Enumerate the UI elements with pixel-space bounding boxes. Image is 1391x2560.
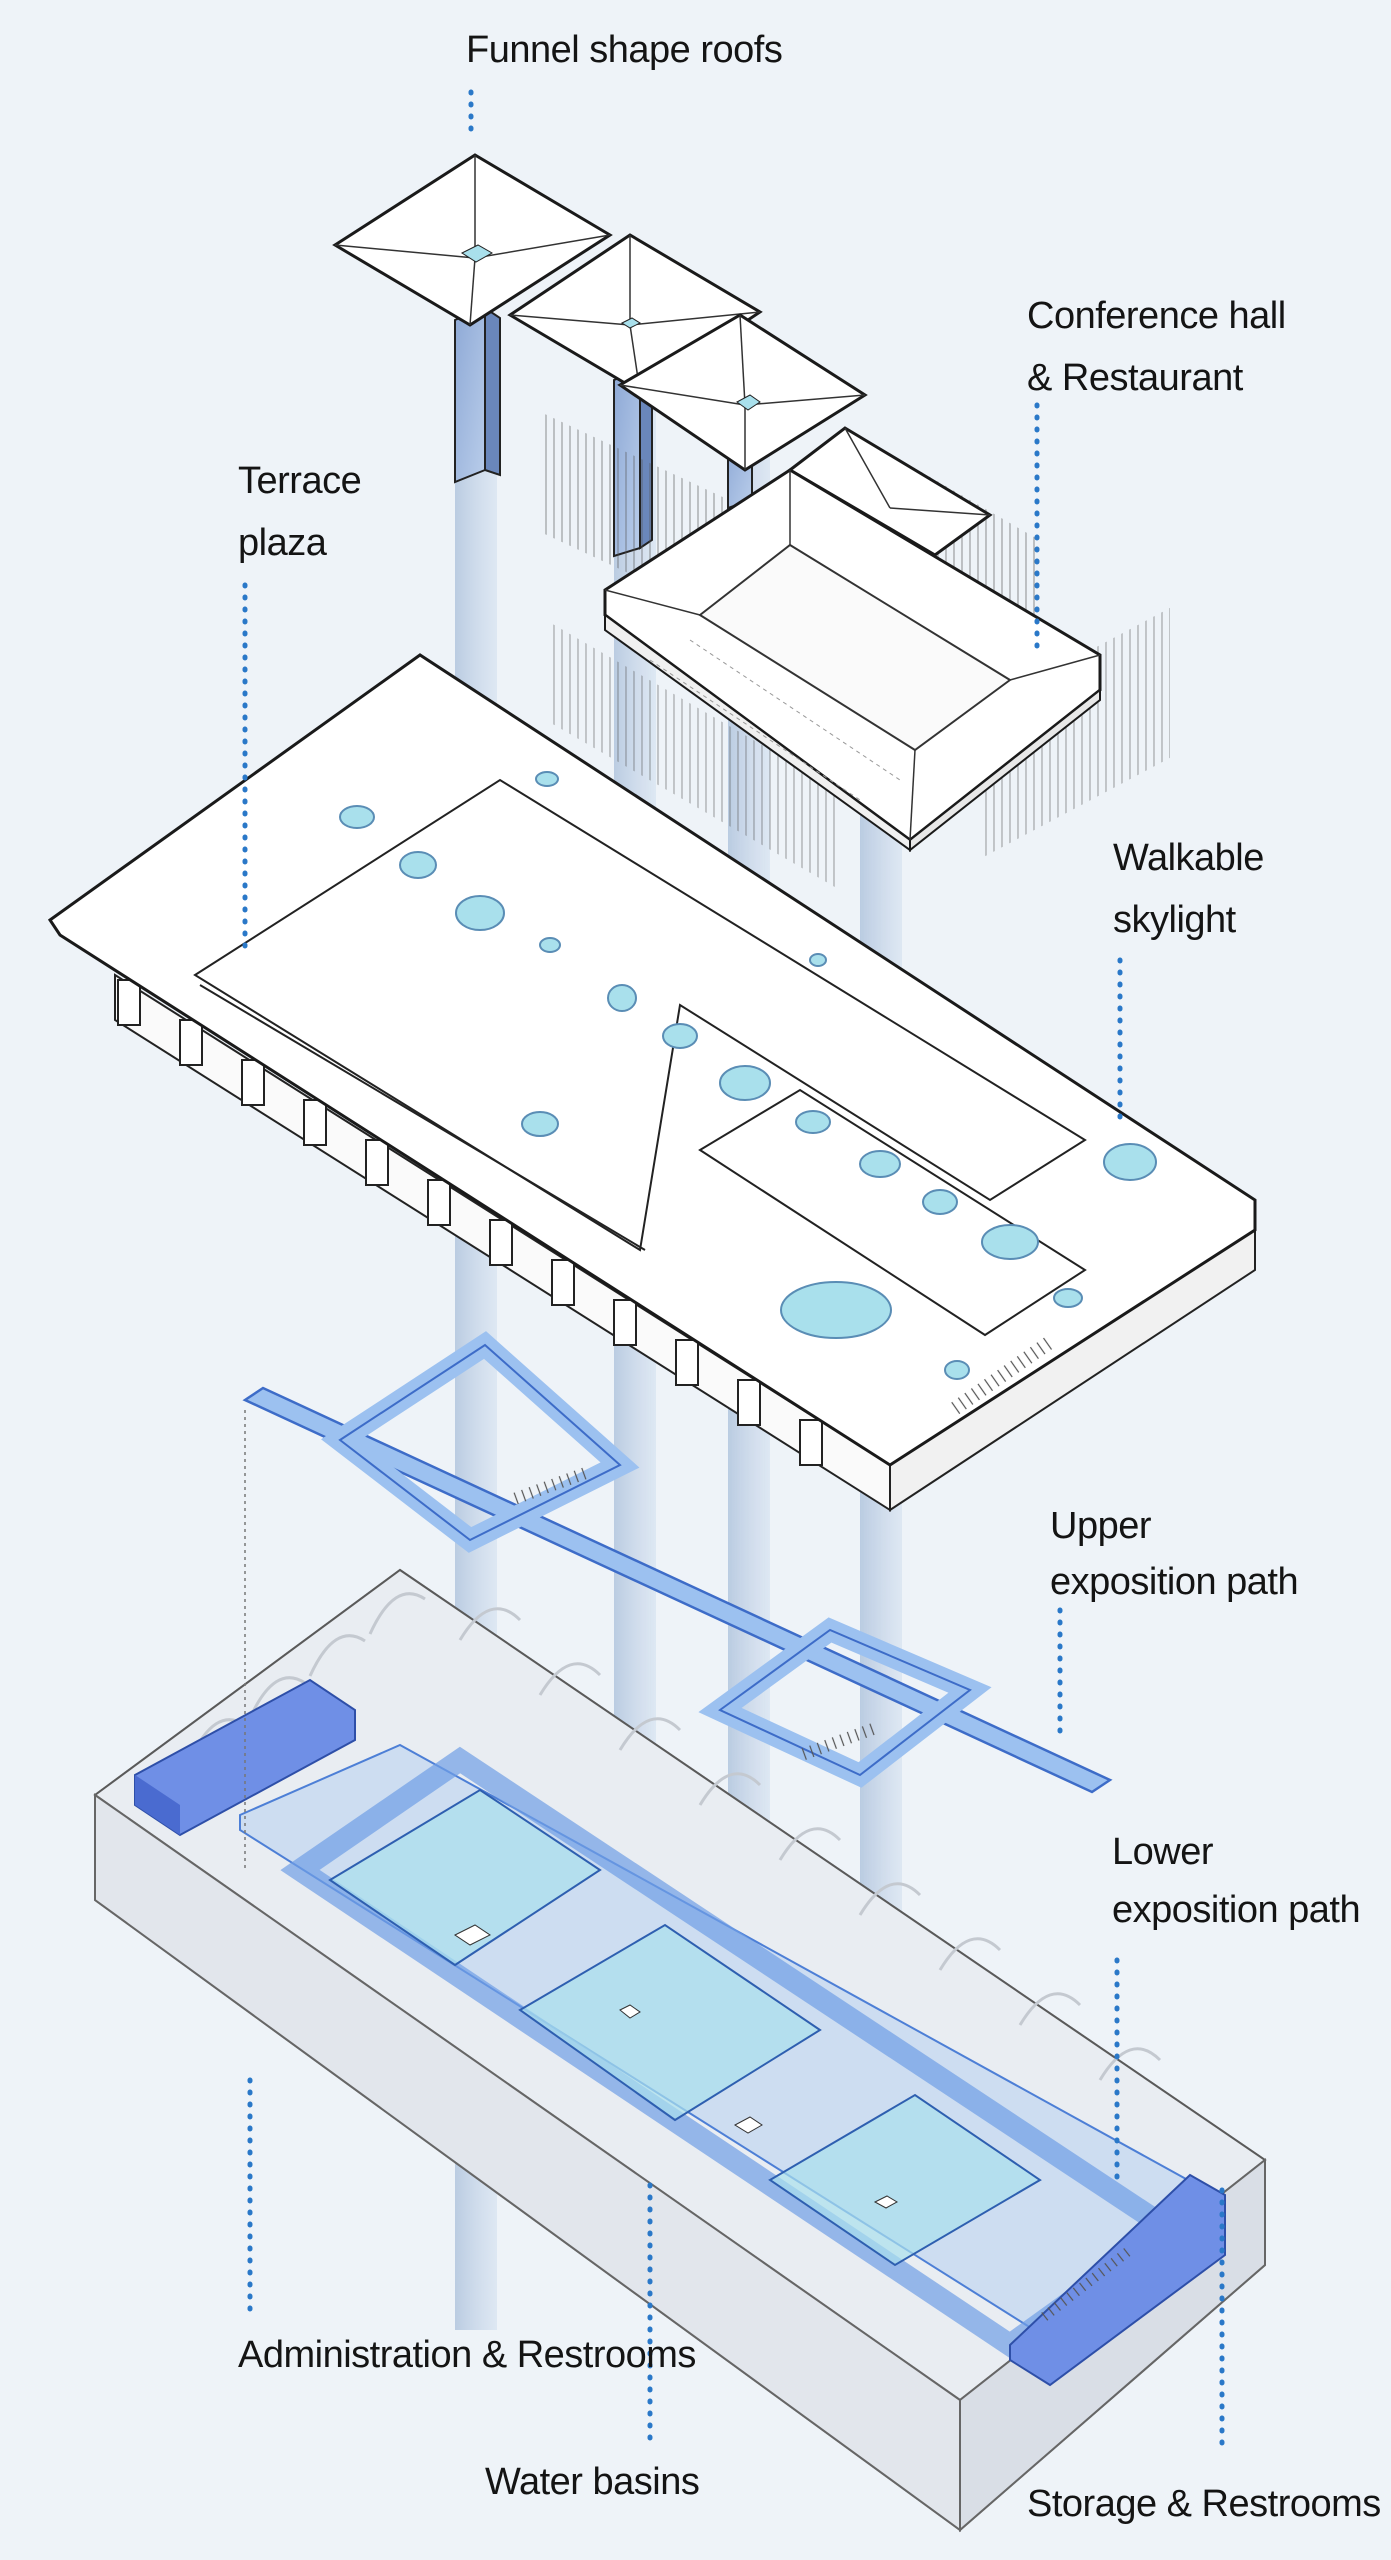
label-restaurant: & Restaurant bbox=[1027, 357, 1244, 399]
funnel-roofs bbox=[332, 153, 1170, 890]
label-funnel-roofs: Funnel shape roofs bbox=[466, 29, 782, 71]
label-skylight: skylight bbox=[1113, 899, 1237, 941]
label-storage: Storage & Restrooms bbox=[1027, 2483, 1381, 2525]
walkable-skylight-openings bbox=[339, 771, 1157, 1380]
label-lower: Lower bbox=[1112, 1831, 1214, 1873]
lower-level-box bbox=[93, 1568, 1267, 2533]
label-water-basins: Water basins bbox=[485, 2461, 699, 2503]
label-upper-exposition-path: exposition path bbox=[1050, 1561, 1298, 1603]
upper-exposition-path-shape bbox=[242, 1331, 1113, 1794]
label-walkable: Walkable bbox=[1113, 837, 1264, 879]
label-lower-exposition-path: exposition path bbox=[1112, 1889, 1360, 1931]
leader-lines bbox=[242, 89, 1225, 2448]
label-terrace: Terrace bbox=[238, 460, 361, 502]
label-administration: Administration & Restrooms bbox=[238, 2334, 696, 2376]
terrace-plaza-slab bbox=[47, 653, 1257, 1512]
conference-hall-volume bbox=[603, 468, 1102, 853]
label-plaza: plaza bbox=[238, 522, 328, 564]
label-conference-hall: Conference hall bbox=[1027, 295, 1286, 337]
annotation-labels: Funnel shape roofs Conference hall & Res… bbox=[238, 29, 1381, 2525]
lower-exposition-path-shape bbox=[134, 1678, 1226, 2387]
label-upper: Upper bbox=[1050, 1505, 1152, 1547]
